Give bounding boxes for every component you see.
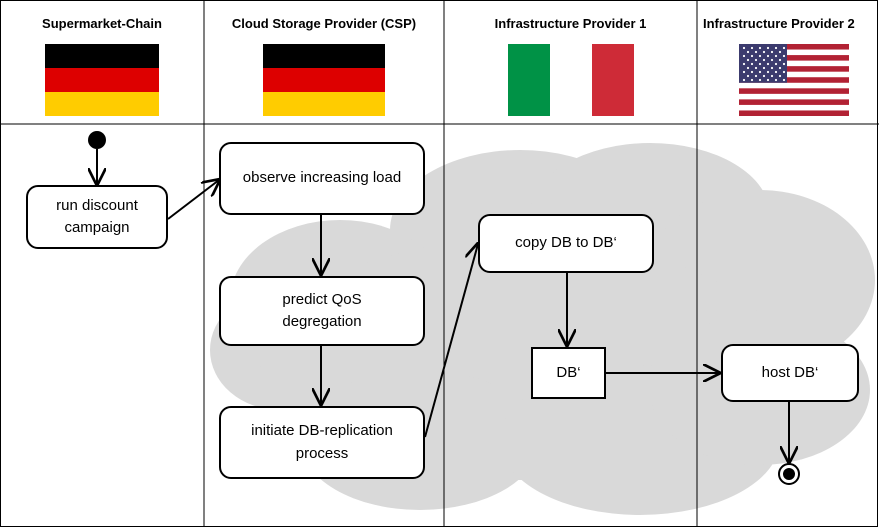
initial-node-icon <box>88 131 106 149</box>
node-run-discount-campaign: run discount campaign <box>26 185 168 249</box>
node-label: DB‘ <box>556 363 581 381</box>
lane-title: Cloud Storage Provider (CSP) <box>231 16 417 31</box>
node-observe-increasing-load: observe increasing load <box>219 142 425 215</box>
lane-header-infra1: Infrastructure Provider 1 <box>444 0 697 124</box>
node-initiate-db-replication: initiate DB-replication process <box>219 406 425 479</box>
lane-title: Supermarket-Chain <box>42 16 162 31</box>
node-label: observe increasing load <box>242 169 402 187</box>
final-node-icon <box>778 463 800 485</box>
edge-initiate-to-copy <box>424 244 478 438</box>
usa-flag-icon <box>739 44 849 116</box>
lane-header-supermarket: Supermarket-Chain <box>0 0 204 124</box>
node-copy-db: copy DB to DB‘ <box>478 214 654 273</box>
node-label: initiate DB-replication process <box>251 422 393 462</box>
germany-flag-icon <box>45 44 159 116</box>
node-host-db: host DB‘ <box>721 344 859 402</box>
lane-title: Infrastructure Provider 2 <box>703 16 855 31</box>
germany-flag-icon <box>263 44 385 116</box>
node-label: host DB‘ <box>761 363 819 381</box>
node-label: run discount campaign <box>56 196 138 237</box>
node-label: predict QoS degregation <box>282 290 362 331</box>
node-db-prime-object: DB‘ <box>531 347 606 399</box>
italy-flag-icon <box>507 44 634 116</box>
edge-run-discount-to-observe <box>167 180 219 220</box>
lane-header-infra2: Infrastructure Provider 2 <box>697 0 879 124</box>
node-label: copy DB to DB‘ <box>515 234 617 252</box>
lane-header-csp: Cloud Storage Provider (CSP) <box>204 0 444 124</box>
lane-title: Infrastructure Provider 1 <box>494 16 647 31</box>
node-predict-qos-degregation: predict QoS degregation <box>219 276 425 346</box>
